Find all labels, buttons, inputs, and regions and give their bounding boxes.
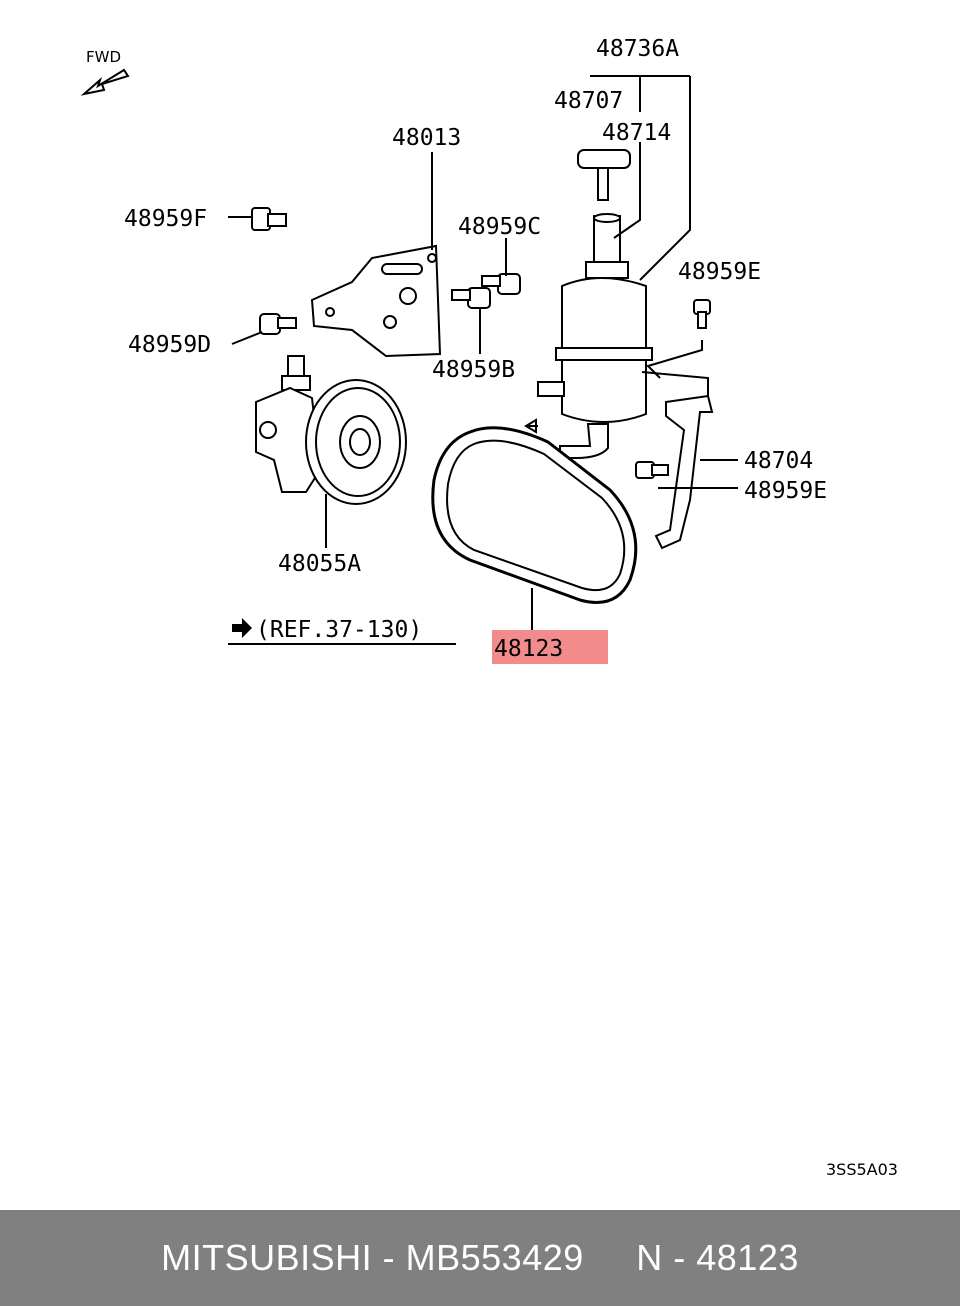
- label-48055A: 48055A: [278, 551, 361, 577]
- flow-arrow-icon: [524, 418, 538, 434]
- label-48707: 48707: [554, 88, 623, 114]
- bolt-48959D: [231, 313, 297, 345]
- label-48959E-top: 48959E: [678, 259, 761, 285]
- label-48013: 48013: [392, 125, 461, 151]
- ref-arrow-icon: [232, 618, 252, 638]
- footer-bar: MITSUBISHI - MB553429 N - 48123: [0, 1210, 960, 1306]
- footer-part-info: MITSUBISHI - MB553429 N - 48123: [161, 1237, 799, 1278]
- power-steering-pump: [255, 355, 407, 548]
- drawing-code: 3SS5A03: [826, 1160, 898, 1179]
- label-48959C: 48959C: [458, 214, 541, 240]
- label-48959E-bottom: 48959E: [744, 478, 827, 504]
- label-48736A: 48736A: [596, 36, 679, 62]
- bolt-48959B: [451, 287, 491, 354]
- fwd-arrow-icon: [80, 68, 130, 96]
- drive-belt: [431, 426, 638, 630]
- reference-label: (REF.37-130): [256, 617, 422, 643]
- leader-48714: [613, 142, 641, 239]
- bolt-48959E-top: [646, 299, 711, 379]
- label-48959D: 48959D: [128, 332, 211, 358]
- parts-diagram: FWD: [80, 36, 898, 1179]
- label-48959B: 48959B: [432, 357, 515, 383]
- bolt-48959E-bottom: [635, 461, 738, 489]
- label-48714: 48714: [602, 120, 671, 146]
- fwd-indicator: FWD: [80, 48, 130, 96]
- reservoir-bracket: [641, 371, 738, 550]
- fwd-label: FWD: [86, 48, 121, 66]
- label-48704: 48704: [744, 448, 813, 474]
- bolt-48959F: [228, 207, 287, 231]
- bolt-48959C: [481, 238, 521, 295]
- reservoir-cap: [577, 149, 631, 201]
- label-48959F: 48959F: [124, 206, 207, 232]
- highlight-box: [492, 630, 608, 664]
- reservoir-tank: [524, 213, 653, 459]
- pump-bracket: [310, 244, 442, 358]
- label-48123-highlighted: 48123: [494, 636, 563, 662]
